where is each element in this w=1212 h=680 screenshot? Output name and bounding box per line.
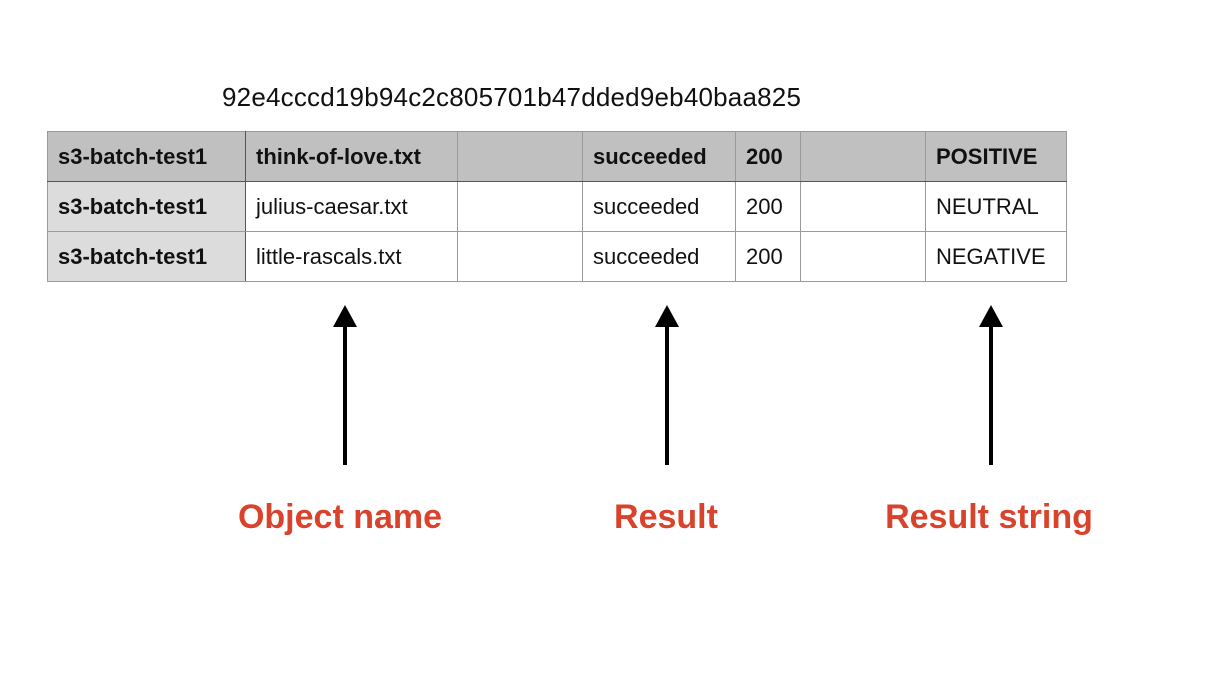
table-row: s3-batch-test1 little-rascals.txt succee… (47, 231, 1067, 282)
empty-cell (457, 131, 583, 182)
object-name-cell: julius-caesar.txt (245, 181, 458, 232)
bucket-cell: s3-batch-test1 (47, 181, 246, 232)
bucket-cell: s3-batch-test1 (47, 131, 246, 182)
bucket-cell: s3-batch-test1 (47, 231, 246, 282)
result-string-cell: NEGATIVE (925, 231, 1067, 282)
arrow-up-icon-result (655, 305, 679, 465)
table-row: s3-batch-test1 think-of-love.txt succeed… (47, 131, 1067, 182)
job-id-title: 92e4cccd19b94c2c805701b47dded9eb40baa825 (222, 82, 802, 112)
result-string-cell: NEUTRAL (925, 181, 1067, 232)
arrow-up-icon-result-string (979, 305, 1003, 465)
table-row: s3-batch-test1 julius-caesar.txt succeed… (47, 181, 1067, 232)
status-code-cell: 200 (735, 231, 801, 282)
empty-cell (800, 131, 926, 182)
result-cell: succeeded (582, 131, 736, 182)
status-code-cell: 200 (735, 131, 801, 182)
result-string-cell: POSITIVE (925, 131, 1067, 182)
empty-cell (457, 231, 583, 282)
result-cell: succeeded (582, 181, 736, 232)
arrow-up-icon-object-name (333, 305, 357, 465)
results-table: s3-batch-test1 think-of-love.txt succeed… (47, 131, 1067, 282)
status-code-cell: 200 (735, 181, 801, 232)
result-cell: succeeded (582, 231, 736, 282)
empty-cell (457, 181, 583, 232)
object-name-cell: little-rascals.txt (245, 231, 458, 282)
result-string-label: Result string (885, 498, 1093, 536)
empty-cell (800, 231, 926, 282)
empty-cell (800, 181, 926, 232)
result-label: Result (614, 498, 718, 536)
object-name-label: Object name (237, 498, 443, 536)
object-name-cell: think-of-love.txt (245, 131, 458, 182)
